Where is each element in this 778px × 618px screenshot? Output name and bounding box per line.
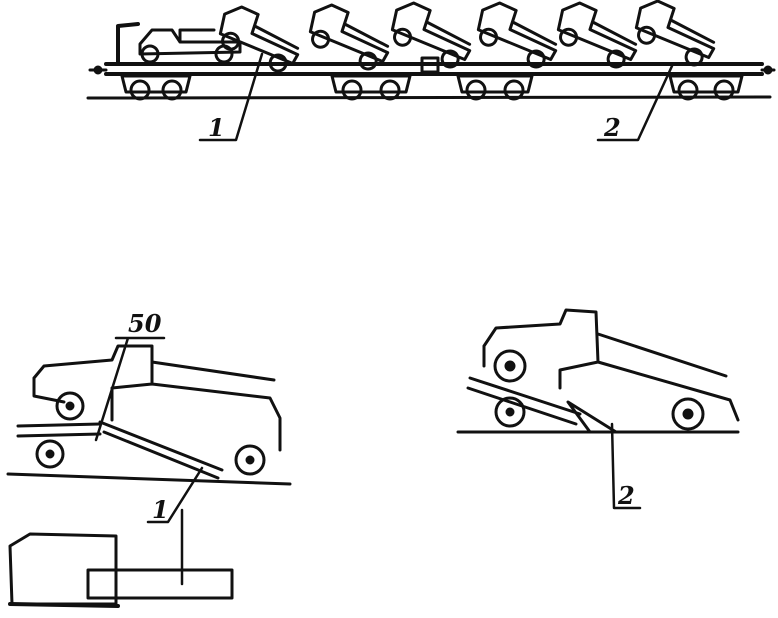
coupler-left <box>88 65 108 75</box>
truck-6 <box>556 1 638 69</box>
truck-7 <box>634 0 716 67</box>
center-coupling <box>420 56 440 74</box>
bogie-1 <box>120 74 192 101</box>
callout-left-height: 50 <box>128 309 162 338</box>
callout-left-ramp: 1 <box>152 495 169 524</box>
top-ground-line <box>86 95 772 100</box>
truck-4 <box>390 1 472 69</box>
leader-right-stop <box>610 422 642 510</box>
left-ground-line <box>6 472 292 486</box>
coupler-right <box>760 65 776 75</box>
left-deck-line <box>16 422 102 438</box>
leader-left-ramp <box>146 466 204 524</box>
left-ramp <box>98 420 224 480</box>
ramp-figure-left: 50 1 <box>6 309 292 608</box>
callout-top-ramp: 1 <box>208 113 225 142</box>
truck-2 <box>218 5 300 73</box>
callout-top-stop: 2 <box>603 113 621 142</box>
railcar-figure: 1 2 <box>86 0 776 142</box>
right-truck-body <box>482 308 740 422</box>
truck-5 <box>476 1 558 69</box>
ramp-figure-right: 2 <box>456 308 740 510</box>
callout-right-stop: 2 <box>617 481 635 510</box>
height-dimension <box>94 336 166 442</box>
leader-top-ramp <box>198 52 264 142</box>
bogie-3 <box>456 74 534 101</box>
bogie-2 <box>330 74 412 101</box>
right-ramp-stop <box>566 400 618 434</box>
bogie-4 <box>668 74 744 101</box>
leader-top-stop <box>596 64 674 142</box>
flatcar-deck <box>104 22 764 76</box>
truck-3 <box>308 3 390 71</box>
platform-block <box>8 532 234 608</box>
